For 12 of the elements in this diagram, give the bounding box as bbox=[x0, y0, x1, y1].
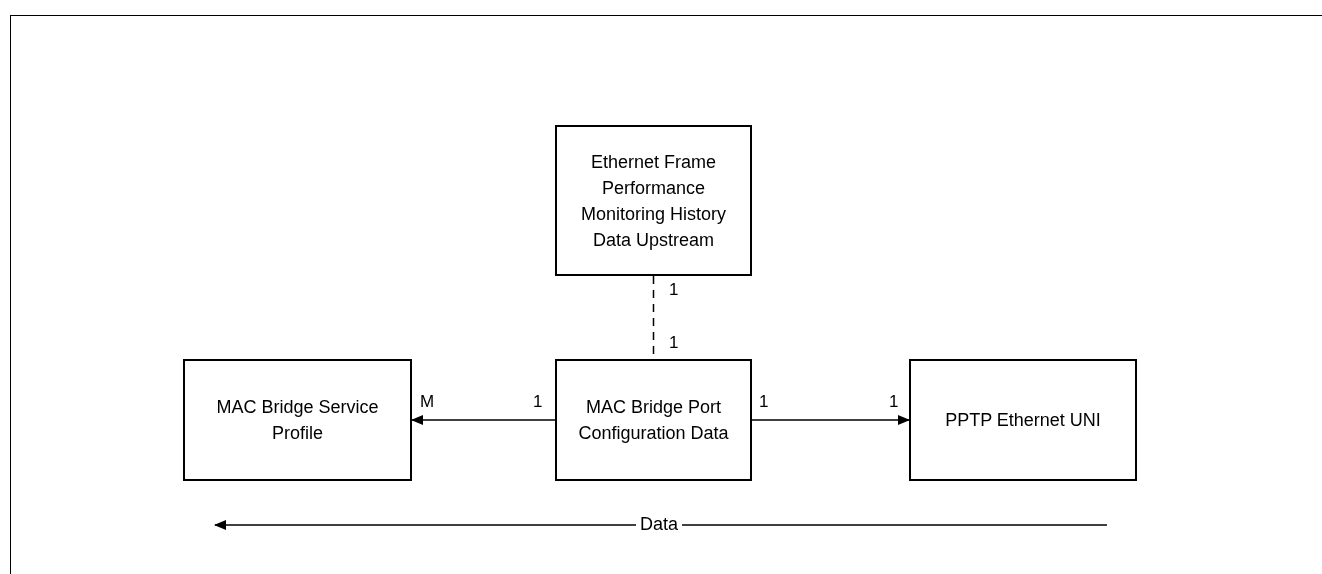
multiplicity-label: M bbox=[420, 392, 435, 412]
entity-box: MAC Bridge Port Configuration Data bbox=[555, 359, 752, 481]
arrow bbox=[751, 415, 910, 425]
multiplicity-label: 1 bbox=[889, 392, 899, 412]
entity-box: MAC Bridge Service Profile bbox=[183, 359, 412, 481]
multiplicity-label: 1 bbox=[669, 333, 679, 353]
entity-box: PPTP Ethernet UNI bbox=[909, 359, 1137, 481]
entity-box: Ethernet Frame Performance Monitoring History Data Upstream bbox=[555, 125, 752, 276]
multiplicity-label: 1 bbox=[759, 392, 769, 412]
multiplicity-label: 1 bbox=[533, 392, 543, 412]
multiplicity-label: 1 bbox=[669, 280, 679, 300]
arrow bbox=[411, 415, 556, 425]
